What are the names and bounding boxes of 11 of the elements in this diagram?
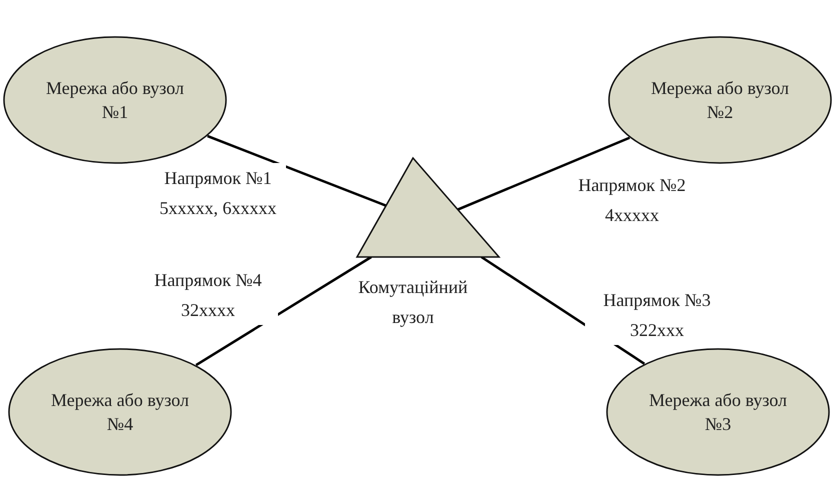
node-label: Мережа або вузол №3: [648, 389, 788, 436]
network-ellipse: [8, 348, 232, 476]
network-ellipse: [3, 36, 227, 164]
connector-line: [207, 134, 386, 207]
connector-line: [457, 136, 630, 211]
network-ellipse: [608, 36, 832, 164]
node-label: Мережа або вузол №2: [650, 77, 790, 124]
connector-line: [195, 256, 372, 366]
node-label: Мережа або вузол №1: [45, 77, 185, 124]
node-label: Мережа або вузол №4: [50, 389, 190, 436]
network-ellipse: [606, 348, 830, 476]
